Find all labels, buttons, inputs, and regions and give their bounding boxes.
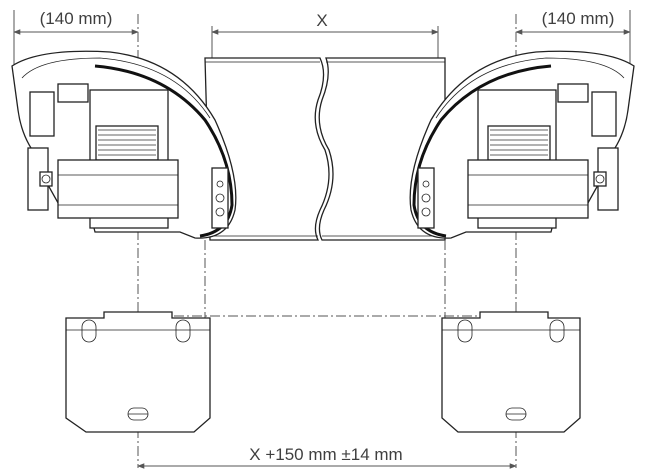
dimension-bottom-spacing: X +150 mm ±14 mm <box>137 445 517 469</box>
right-offset-label: (140 mm) <box>542 9 615 28</box>
left-head-unit <box>11 50 237 239</box>
center-length-label: X <box>316 11 327 30</box>
left-offset-label: (140 mm) <box>40 9 113 28</box>
bottom-spacing-label: X +150 mm ±14 mm <box>249 445 402 464</box>
right-mounting-bracket <box>441 311 581 433</box>
left-mounting-bracket <box>65 311 211 433</box>
center-tube <box>204 57 446 241</box>
dimension-right-offset: (140 mm) <box>515 9 631 66</box>
right-head-unit <box>409 50 635 239</box>
dimension-left-offset: (140 mm) <box>13 9 139 66</box>
